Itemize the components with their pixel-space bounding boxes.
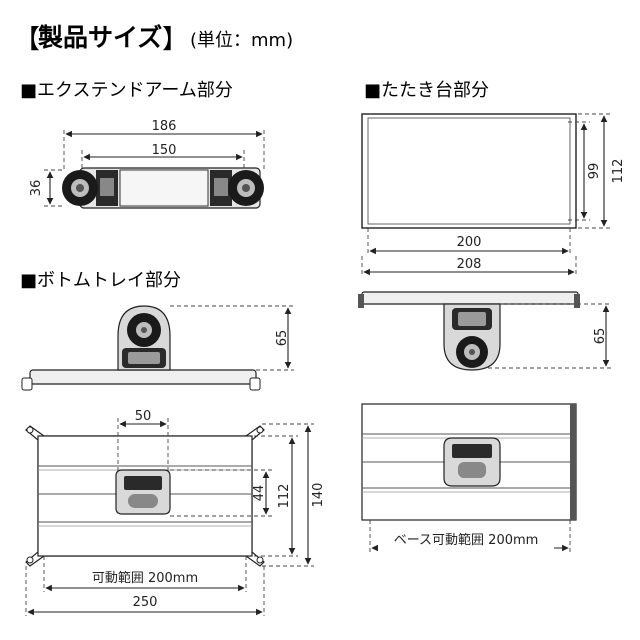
dim-tray-clamp-width: 50 [135,409,152,424]
title-bracket-close: 】 [162,25,188,55]
dim-tray-side-height: 65 [275,330,290,347]
dim-tray-clamp-height: 44 [252,485,267,502]
bottom-tray-top-dimensions [25,418,314,616]
page-title: 製品サイズ [37,23,162,52]
tataki-side-view [358,291,580,371]
dim-arm-height: 36 [29,180,44,197]
extend-arm-drawing [62,167,264,209]
dim-tataki-height-outer: 112 [611,159,626,184]
extend-arm-dimensions [44,130,265,207]
base-top-view [361,403,577,521]
tataki-top-dimensions [361,113,610,276]
tataki-top-view [361,113,577,229]
bottom-tray-side-view [21,305,261,391]
dim-base-range: ベース可動範囲 200mm [394,533,539,548]
dim-tataki-side-height: 65 [593,328,608,345]
section-title-tataki: ■たたき台部分 [364,80,489,101]
dim-tataki-width-outer: 208 [457,257,482,272]
tataki-side-dimensions [488,303,612,369]
dim-tray-range: 可動範囲 200mm [92,571,198,586]
section-title-bottom-tray: ■ボトムトレイ部分 [20,270,181,291]
dim-arm-total: 186 [152,119,177,134]
dim-tray-width: 250 [133,595,158,610]
dim-arm-inner: 150 [152,143,177,158]
dim-tray-outer-height: 140 [311,483,326,508]
bottom-tray-side-dimensions [170,305,294,371]
bottom-tray-top-view [25,425,265,567]
dim-tataki-height-inner: 99 [587,163,602,180]
section-title-extend-arm: ■エクステンドアーム部分 [20,80,233,101]
unit-label: (単位：mm) [190,30,293,51]
base-range-label-bg [378,531,554,549]
dim-tray-inner-height: 112 [277,484,292,509]
dim-tataki-width-inner: 200 [457,235,482,250]
title-bracket-open: 【 [14,25,40,55]
